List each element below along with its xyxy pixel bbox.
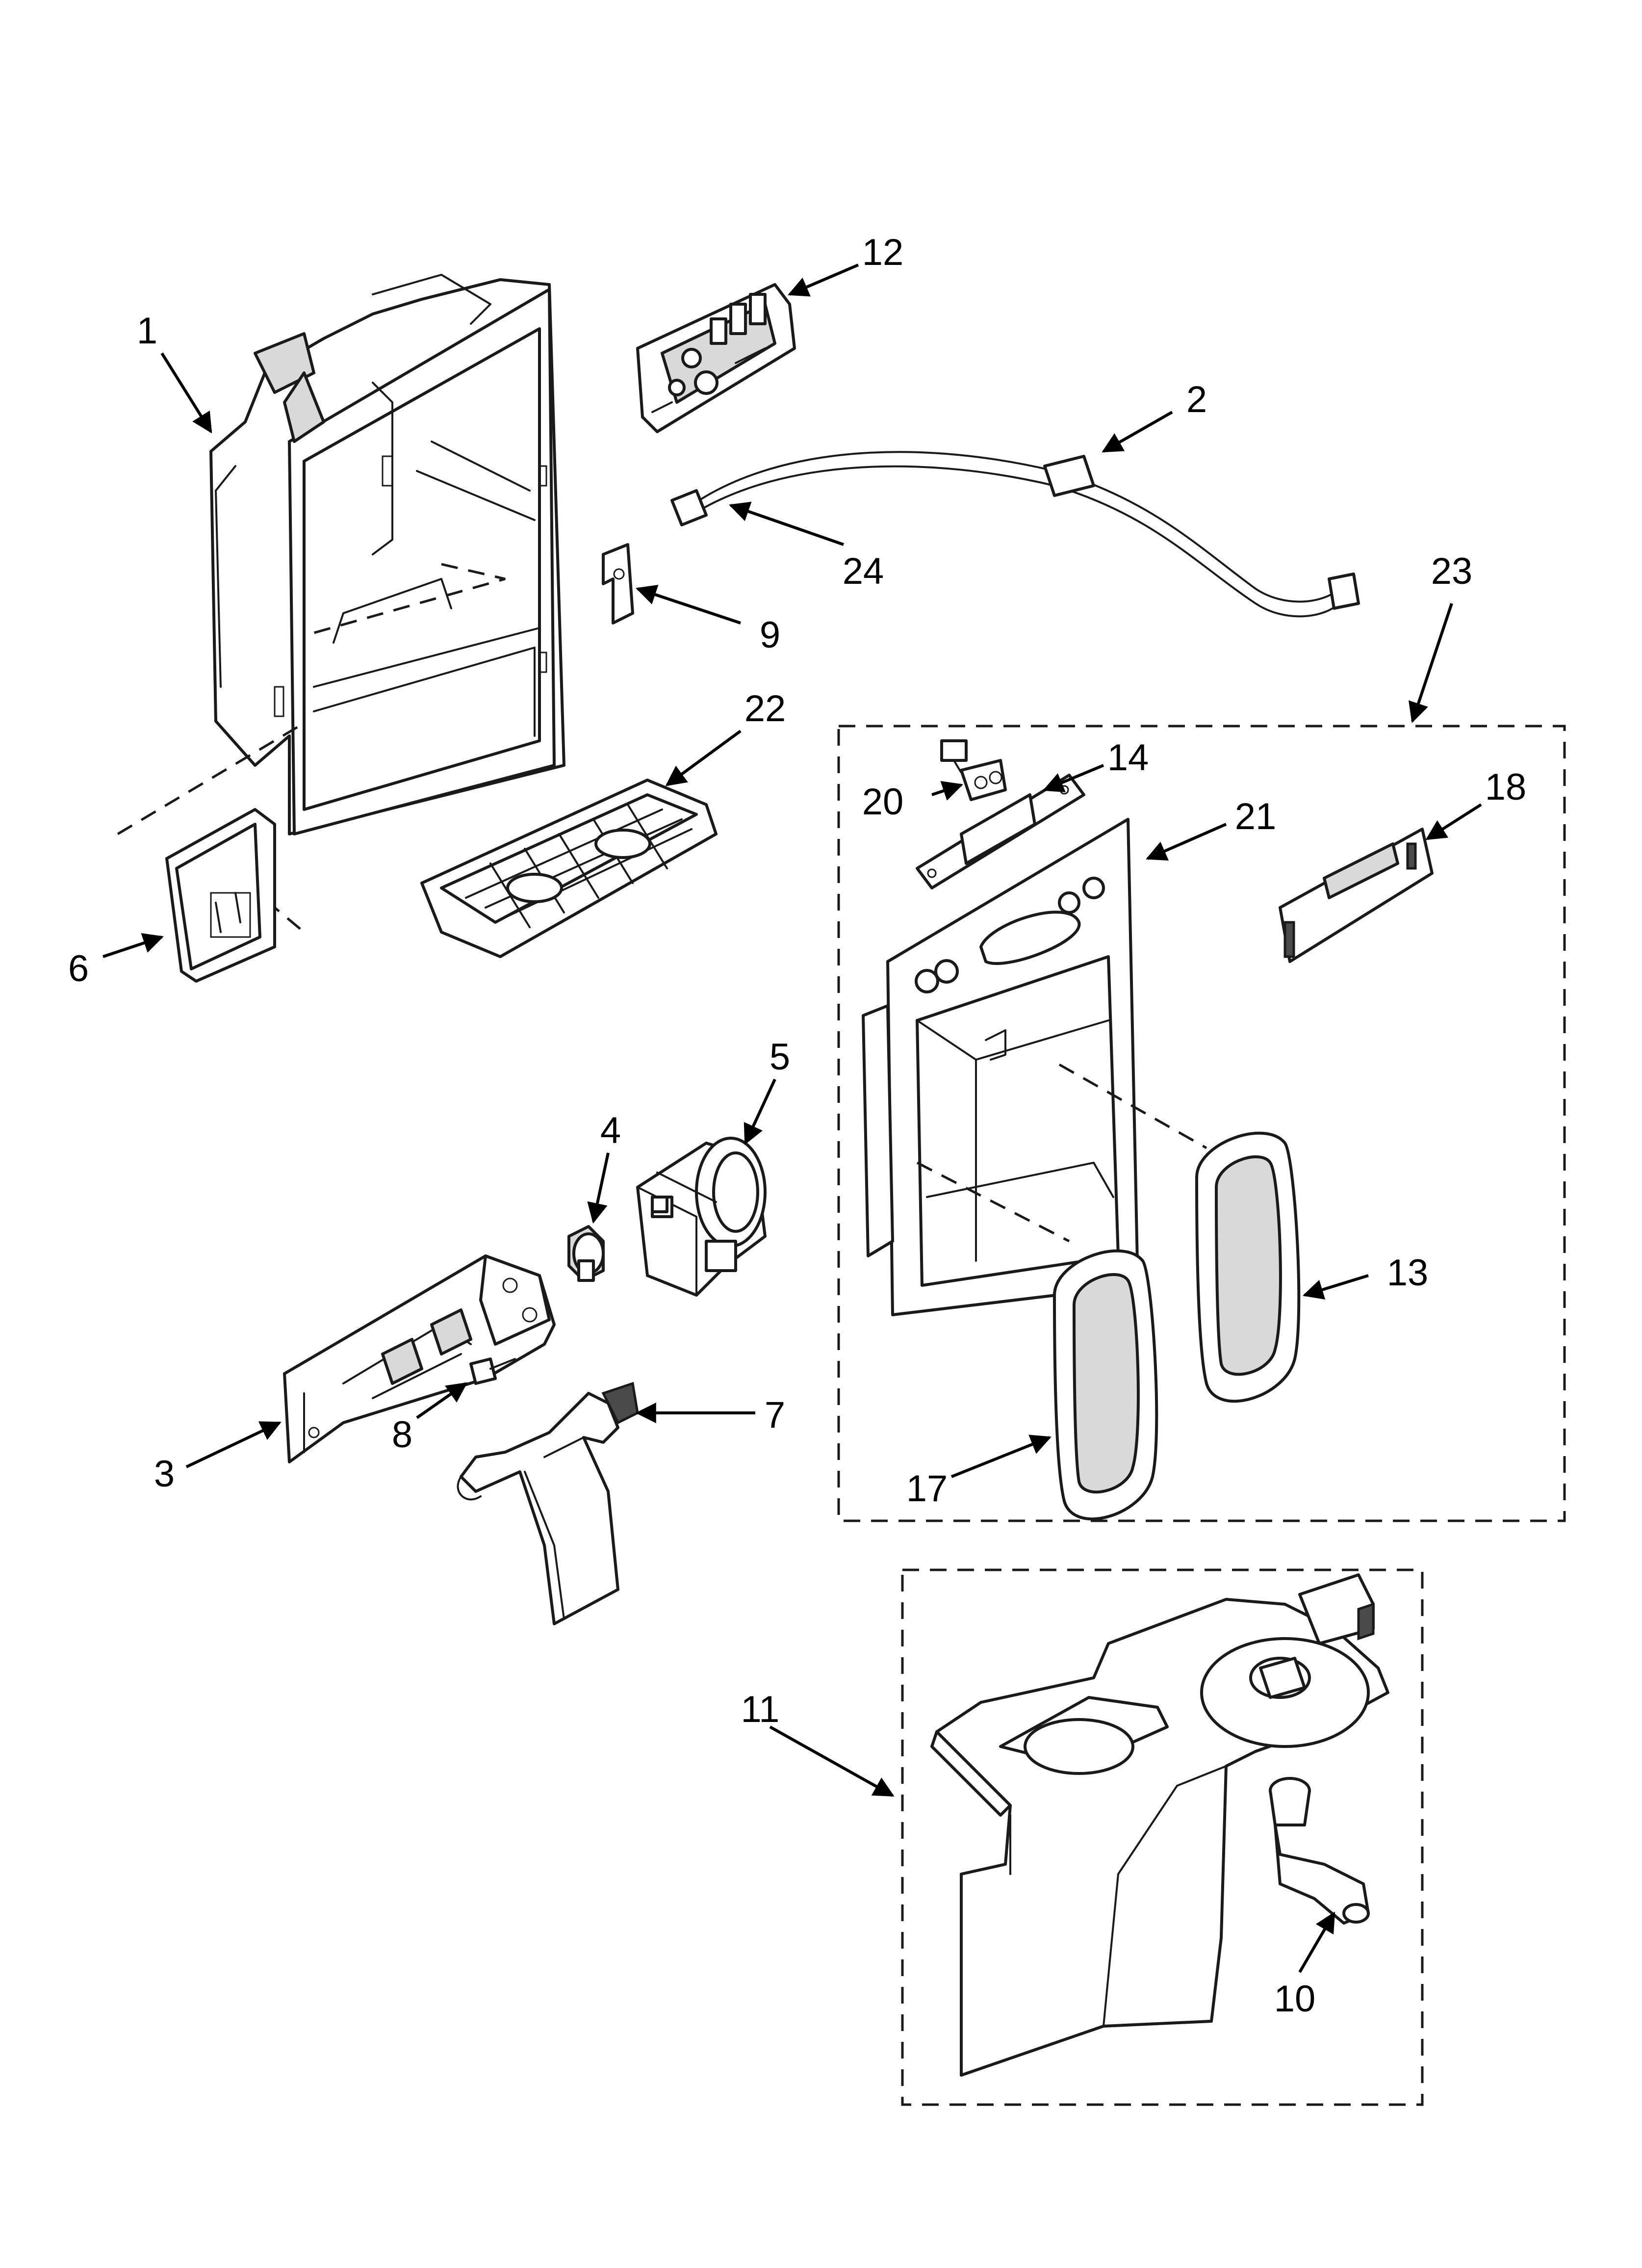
part-drip-tray <box>420 779 718 958</box>
part-bracket <box>602 543 634 625</box>
leader-20 <box>931 781 963 801</box>
part-actuator-bracket <box>283 1254 556 1463</box>
callout-13: 13 <box>1387 1252 1429 1294</box>
leader-24 <box>729 501 844 546</box>
callout-23: 23 <box>1431 550 1473 592</box>
callout-4: 4 <box>600 1110 621 1151</box>
part-screw <box>469 1357 516 1385</box>
part-control-board <box>636 283 796 433</box>
leader-5 <box>744 1078 776 1145</box>
part-dispenser-facade <box>862 818 1139 1316</box>
alignment-lines-pads <box>916 1063 1207 1243</box>
leader-14 <box>1043 764 1104 792</box>
part-ice-chute-box <box>901 1568 1424 2106</box>
part-gasket <box>916 774 1085 889</box>
part-link <box>567 1225 605 1282</box>
callout-11: 11 <box>741 1689 780 1730</box>
callout-2: 2 <box>1186 379 1207 420</box>
callout-9: 9 <box>760 614 780 656</box>
leader-22 <box>665 730 742 786</box>
leader-21 <box>1146 823 1227 861</box>
part-switch-cover <box>165 808 276 983</box>
callout-10: 10 <box>1274 1978 1316 2020</box>
leader-23 <box>1409 603 1453 723</box>
part-water-pad <box>1053 1249 1158 1520</box>
callout-22: 22 <box>744 688 786 730</box>
part-wire-harness <box>670 451 1360 618</box>
leader-17 <box>950 1434 1052 1478</box>
leader-18 <box>1425 803 1482 840</box>
callout-5: 5 <box>770 1036 790 1078</box>
part-motor <box>636 1137 767 1297</box>
callout-24: 24 <box>843 550 884 592</box>
callout-labels: 1 12 2 24 9 23 22 20 14 21 18 6 5 4 13 7… <box>68 232 1526 2020</box>
callout-14: 14 <box>1107 737 1149 779</box>
leader-1 <box>160 352 212 434</box>
callout-8: 8 <box>392 1414 412 1456</box>
callout-18: 18 <box>1485 766 1527 808</box>
callout-7: 7 <box>765 1394 785 1436</box>
leader-13 <box>1302 1274 1369 1300</box>
part-sensor <box>940 739 1007 801</box>
callout-21: 21 <box>1235 796 1277 837</box>
leader-11 <box>769 1725 895 1797</box>
part-ice-pad <box>1195 1131 1301 1403</box>
callout-3: 3 <box>154 1453 175 1495</box>
leader-9 <box>636 585 741 625</box>
part-ice-paddle <box>457 1382 639 1625</box>
callout-1: 1 <box>137 310 157 352</box>
callout-20: 20 <box>862 781 904 823</box>
leader-2 <box>1102 411 1173 453</box>
leader-10 <box>1298 1911 1335 1973</box>
leader-4 <box>587 1152 610 1224</box>
leader-6 <box>103 933 164 958</box>
callout-12: 12 <box>862 232 904 273</box>
callout-17: 17 <box>906 1468 948 1510</box>
part-ice-chute <box>930 1573 1389 2077</box>
part-dispenser-housing <box>209 274 565 835</box>
part-water-fitting <box>1269 1777 1370 1925</box>
callout-6: 6 <box>68 948 89 990</box>
leader-3 <box>185 1421 282 1468</box>
part-control-panel <box>1279 828 1434 963</box>
leader-lines <box>103 263 1482 1973</box>
leader-8 <box>416 1382 468 1419</box>
leader-12 <box>788 263 859 297</box>
part-dispenser-assembly-box <box>837 725 1566 1522</box>
